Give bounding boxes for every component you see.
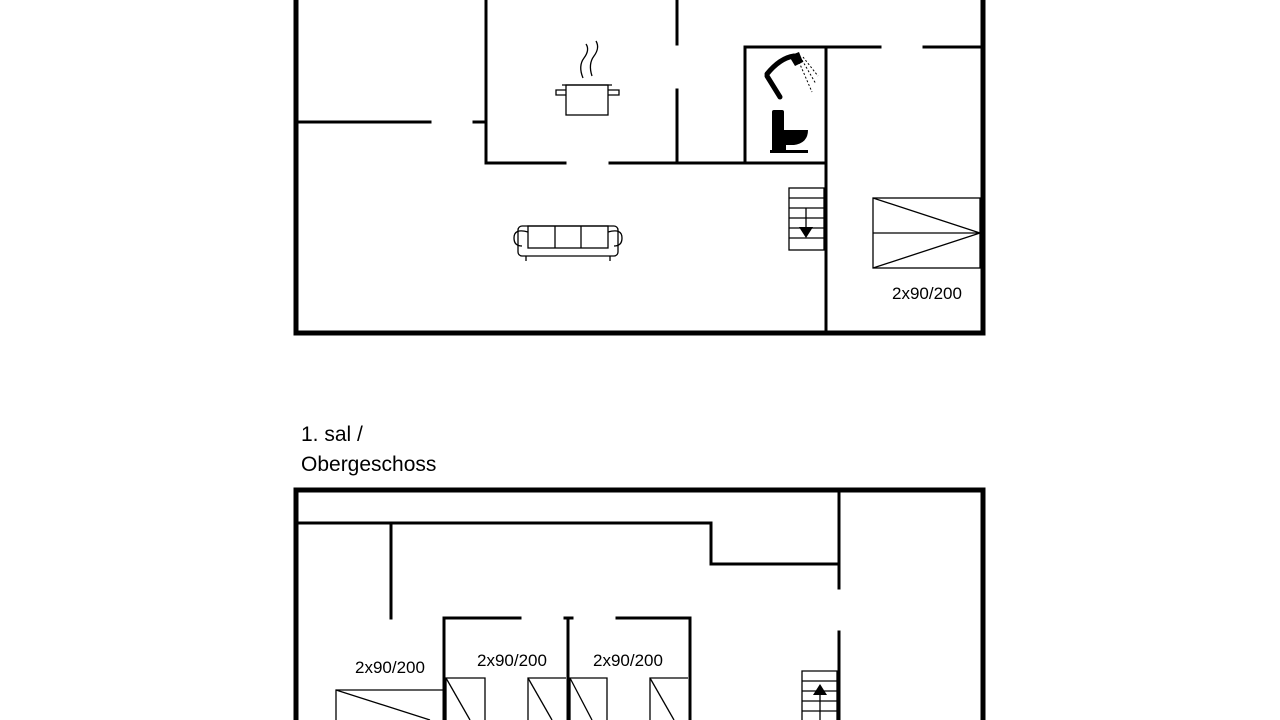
bed-icon (445, 677, 486, 720)
bed-icon (335, 689, 444, 720)
upper-floor-plan: 2x90/200 2x90/200 2x90/200 (293, 487, 986, 720)
bed-size-label: 2x90/200 (477, 651, 547, 670)
sofa-icon (513, 225, 623, 261)
bed-icon (527, 677, 566, 720)
bed-size-label: 2x90/200 (355, 658, 425, 677)
bed-icon (569, 677, 608, 720)
stairs-up-icon (801, 670, 838, 720)
upper-floor-outer-wall (293, 487, 986, 720)
ground-floor-outer-wall (293, 0, 986, 336)
stairs-down-icon (788, 187, 825, 251)
floor-label-line: 1. sal / (301, 423, 363, 446)
ground-floor-plan: 2x90/200 (293, 0, 986, 336)
bed-size-label: 2x90/200 (593, 651, 663, 670)
toilet-icon (770, 110, 808, 153)
cooking-pot-icon (555, 40, 620, 116)
bed-icon (872, 197, 981, 269)
shower-icon (764, 52, 819, 100)
bed-size-label: 2x90/200 (892, 284, 962, 303)
bed-icon (649, 677, 688, 720)
floor-label-line: Obergeschoss (301, 453, 437, 476)
floor-label: 1. sal / Obergeschoss (301, 420, 436, 480)
